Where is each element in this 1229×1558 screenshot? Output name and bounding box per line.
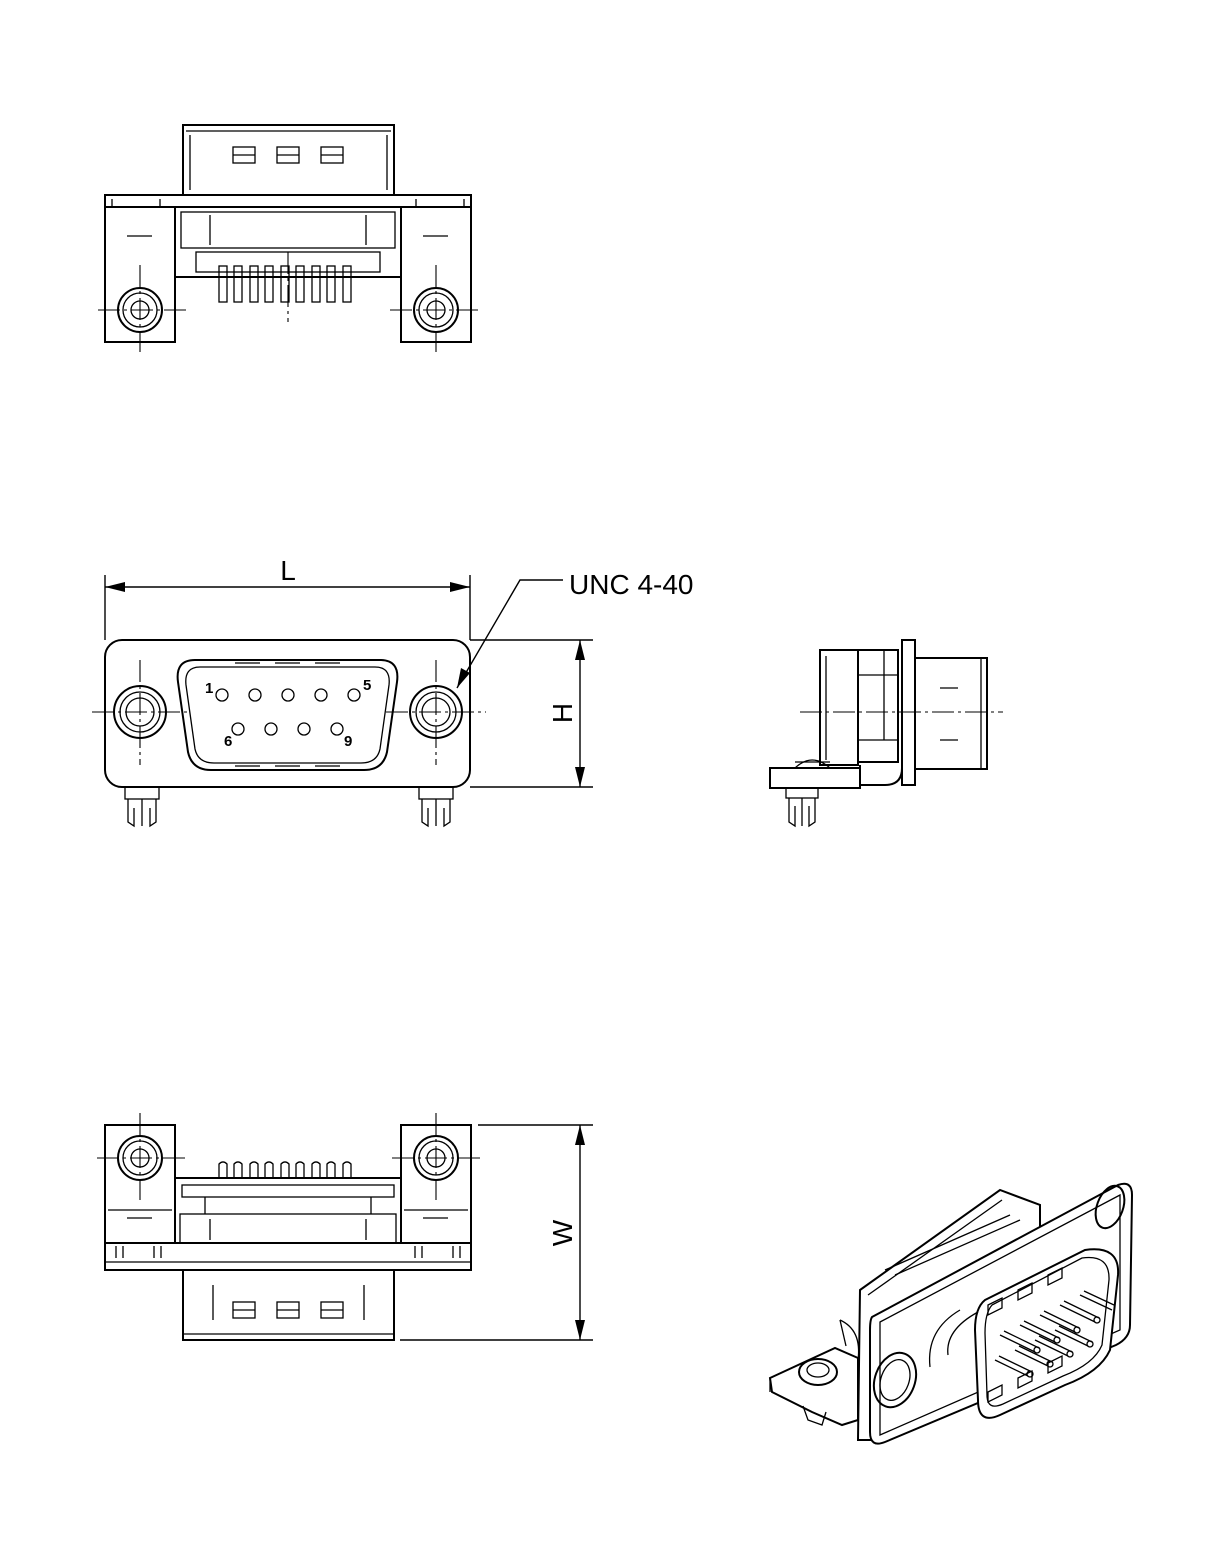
isometric-view: [768, 1182, 1134, 1445]
board-lock-right: [418, 786, 454, 828]
dimension-W-label: W: [547, 1219, 578, 1246]
board-lock-left: [124, 786, 160, 828]
top-view: [98, 124, 480, 352]
bottom-pin-row: [218, 1161, 352, 1178]
pin-label-6: 6: [224, 733, 232, 750]
shell-dimple-row: [232, 146, 344, 164]
pin-label-9: 9: [344, 733, 352, 750]
iso-pins: [994, 1290, 1115, 1378]
dimension-L-label: L: [280, 555, 296, 586]
thread-spec-label: UNC 4-40: [569, 569, 693, 600]
front-view: 1 5 6 9: [92, 555, 693, 828]
pin-label-1: 1: [205, 680, 213, 697]
dimension-H-label: H: [547, 703, 578, 723]
pin-label-5: 5: [363, 677, 371, 694]
side-view: [769, 639, 1003, 828]
bottom-view: W: [97, 1113, 593, 1341]
pin-row: [218, 265, 352, 303]
side-board-lock: [785, 787, 819, 828]
bottom-dimple-row: [232, 1301, 344, 1319]
contact-row-top: [215, 688, 361, 702]
contact-row-bottom: [231, 722, 344, 736]
